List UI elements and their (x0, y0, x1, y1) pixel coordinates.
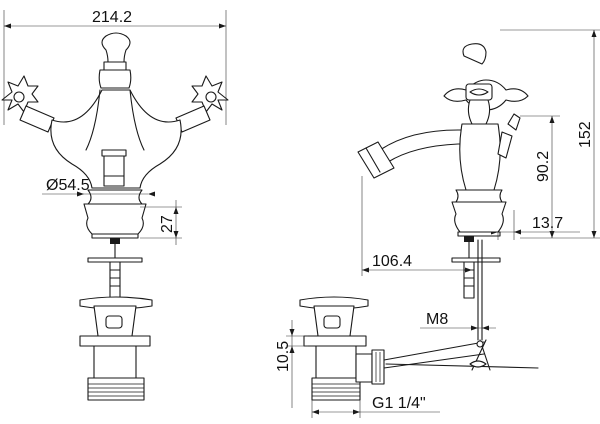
dim-base-diameter: Ø54.5 (42, 177, 155, 197)
shank (87, 238, 143, 299)
center-handle (98, 32, 132, 89)
dim-spout-height: 90.2 (520, 115, 560, 238)
dim-waste-height-label: 10.5 (275, 341, 292, 372)
side-shank (451, 236, 501, 341)
dim-overall-height: 152 (500, 29, 600, 239)
spout-nozzle (101, 149, 127, 187)
dim-spout-reach-label: 106.4 (372, 253, 412, 270)
dim-overall-height-label: 152 (577, 121, 594, 148)
dim-base-height-label: 27 (159, 215, 176, 233)
dim-waste-thread-label: G1 1/4" (372, 395, 426, 412)
side-body (451, 123, 507, 237)
pop-up-waste (79, 296, 153, 401)
dim-spout-reach: 106.4 (361, 176, 472, 276)
base (83, 189, 147, 239)
side-lift-rod-knob (497, 113, 521, 159)
dim-waste-thread: G1 1/4" (311, 395, 440, 418)
dim-thread-size: M8 (420, 311, 496, 331)
dim-spout-height-label: 90.2 (535, 151, 552, 182)
front-view: 214.2 (1, 9, 229, 401)
dim-overall-width-label: 214.2 (92, 9, 132, 26)
dim-base-height: 27 (140, 200, 182, 245)
dim-base-diameter-label: Ø54.5 (46, 177, 90, 194)
right-cross-handle (175, 75, 229, 133)
dim-waste-height: 10.5 (275, 320, 308, 408)
dim-lift-rod-offset-label: 13.7 (532, 215, 563, 232)
dim-thread-size-label: M8 (426, 311, 448, 328)
side-pop-up-waste (299, 296, 539, 401)
side-spout (357, 129, 475, 179)
side-cross-handle (443, 43, 529, 125)
mixer-body (50, 89, 182, 189)
side-view: 152 90.2 13.7 (275, 29, 600, 418)
left-cross-handle (1, 75, 55, 133)
dim-overall-width: 214.2 (3, 9, 227, 125)
